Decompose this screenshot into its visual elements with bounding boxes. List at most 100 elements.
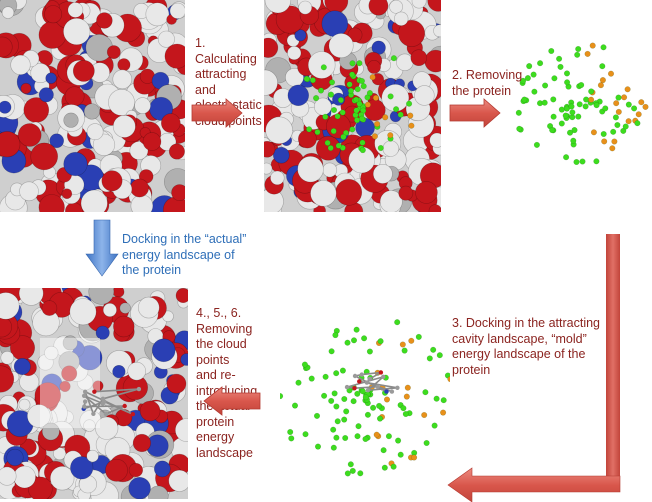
surface-atom (272, 146, 290, 164)
attracting-point (330, 426, 337, 433)
attracting-point (347, 461, 354, 468)
surface-atom (142, 132, 162, 151)
surface-atom (139, 400, 161, 422)
attracting-point (571, 127, 578, 134)
ligand-atom (122, 403, 127, 409)
surface-atom (294, 29, 307, 42)
electrostatic-point (642, 103, 649, 110)
ligand-atom (367, 376, 372, 382)
electrostatic-point (621, 94, 628, 101)
surface-atom (28, 476, 53, 499)
surface-atom (145, 2, 170, 27)
surface-atom (105, 458, 128, 482)
surface-atom (67, 2, 84, 18)
electrostatic-point (403, 393, 410, 400)
attracting-point (406, 100, 413, 107)
attracting-point (423, 439, 430, 446)
attracting-point (327, 144, 334, 151)
attracting-point (340, 133, 347, 140)
ligand-atom (357, 379, 362, 384)
attracting-point (614, 121, 621, 128)
attracting-point (337, 97, 344, 104)
surface-atom (0, 466, 17, 486)
cloud-points-svg-2 (280, 319, 450, 477)
attracting-point (314, 129, 321, 136)
attracting-point (370, 404, 377, 411)
surface-atom (169, 2, 185, 19)
surface-atom (128, 463, 143, 478)
attracting-point (376, 415, 383, 422)
ligand-atom (364, 380, 370, 385)
attracting-point (550, 113, 557, 120)
surface-atom (0, 365, 15, 393)
surface-atom (368, 0, 389, 16)
protein-surface-svg-1 (0, 0, 185, 212)
attracting-point (356, 100, 363, 107)
protein-surface-svg-3 (0, 288, 188, 499)
step-2-label: 2. Removing the protein (452, 68, 523, 98)
surface-atom (34, 382, 62, 409)
attracting-point (625, 101, 632, 108)
ligand-bond (367, 376, 384, 391)
attracting-point (440, 397, 447, 404)
attracting-point (364, 411, 371, 418)
surface-atom (19, 181, 39, 202)
electrostatic-point (399, 341, 406, 348)
electrostatic-point (588, 96, 595, 103)
attracting-point (330, 444, 337, 451)
attracting-point (563, 70, 570, 77)
arrow-step-1 (191, 98, 243, 128)
ligand-bond (94, 388, 139, 393)
attracting-point (564, 79, 571, 86)
attracting-point (430, 346, 437, 353)
ligand-bond (84, 391, 95, 415)
surface-atom (314, 97, 332, 116)
surface-atom (0, 100, 12, 114)
attracting-point (353, 96, 360, 103)
surface-atom (264, 69, 278, 96)
attracting-point (334, 418, 341, 425)
attracting-point (569, 109, 576, 116)
surface-atom (328, 33, 354, 59)
electrostatic-point (369, 74, 376, 81)
surface-atom (310, 180, 337, 207)
ligand-atom (378, 370, 384, 375)
attracting-point (583, 96, 590, 103)
attracting-point (342, 129, 349, 136)
attracting-point (620, 127, 627, 134)
attracting-point (533, 141, 540, 148)
electrostatic-point (382, 114, 389, 121)
surface-atom (112, 288, 125, 298)
electrostatic-point (407, 112, 414, 119)
attracting-point (291, 402, 298, 409)
surface-atom (18, 398, 31, 411)
attracting-point (341, 416, 348, 423)
surface-atom (428, 204, 441, 212)
ligand-atom (365, 388, 371, 393)
electrostatic-point (613, 100, 620, 107)
attracting-point (634, 120, 641, 127)
ligand-bond (102, 388, 140, 400)
attracting-point (339, 367, 346, 374)
surface-atom (92, 133, 116, 156)
ligand-atom (103, 411, 109, 417)
attracting-point (349, 126, 356, 133)
ligand-bond (84, 405, 125, 408)
attracting-point (537, 60, 544, 67)
attracting-point (349, 60, 356, 67)
step-456-label: 4., 5., 6. Removing the cloud points and… (196, 306, 258, 460)
surface-atom (347, 27, 363, 43)
attracting-point (324, 139, 331, 146)
surface-atom (151, 338, 176, 363)
attracting-point (347, 87, 354, 94)
surface-atom (382, 140, 400, 157)
arrow-step-3 (447, 234, 621, 502)
attracting-point (515, 109, 522, 116)
ligand-bond (83, 395, 107, 415)
surface-atom (265, 116, 293, 145)
attracting-point (364, 94, 371, 101)
attracting-point (400, 405, 407, 412)
surface-atom (287, 45, 302, 61)
attracting-point (362, 435, 369, 442)
attracting-point (431, 422, 438, 429)
